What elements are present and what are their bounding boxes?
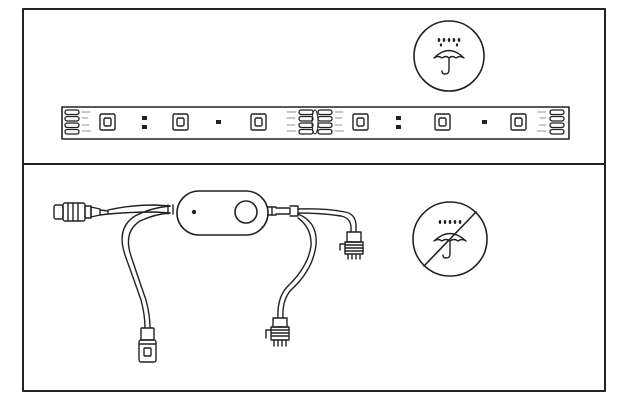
4-pin-connector-icon <box>265 317 290 347</box>
input-cable <box>107 204 174 215</box>
cable-branch-left <box>121 205 171 329</box>
lower-panel <box>53 190 488 363</box>
pad-group-middle <box>286 109 345 135</box>
controller <box>176 190 269 236</box>
led-chip <box>352 113 369 131</box>
resistor-single <box>482 120 487 124</box>
led-chip <box>172 113 189 131</box>
4-pin-connector-icon <box>339 231 364 260</box>
prohibition-slash <box>423 211 477 267</box>
resistor-pair <box>396 116 401 129</box>
water-allowed-symbol <box>413 20 485 92</box>
controller-button <box>234 200 258 224</box>
rain-drops <box>438 220 462 224</box>
plug-icon <box>138 327 157 363</box>
cable-branch-right <box>297 208 357 233</box>
pad-group-left <box>64 109 92 135</box>
resistor-single <box>216 120 221 124</box>
cable-branch-down <box>277 213 317 319</box>
umbrella-rain-icon <box>433 220 467 259</box>
led-chip <box>99 113 116 131</box>
symbol-ring <box>413 20 485 92</box>
upper-panel <box>61 20 570 140</box>
led-strip <box>61 106 570 140</box>
strip-outline <box>61 106 570 140</box>
umbrella-rain-icon <box>433 38 465 75</box>
dc-jack-icon <box>53 202 109 222</box>
output-cable <box>267 205 299 217</box>
rain-drops <box>437 38 461 47</box>
pad-group-right <box>536 109 565 135</box>
led-chip <box>250 113 267 131</box>
outer-frame <box>22 8 606 392</box>
symbol-ring <box>412 201 488 277</box>
led-chip <box>434 113 451 131</box>
resistor-pair <box>142 116 147 129</box>
water-not-allowed-symbol <box>412 201 488 277</box>
led-chip <box>510 113 527 131</box>
indicator-dot <box>191 209 197 215</box>
